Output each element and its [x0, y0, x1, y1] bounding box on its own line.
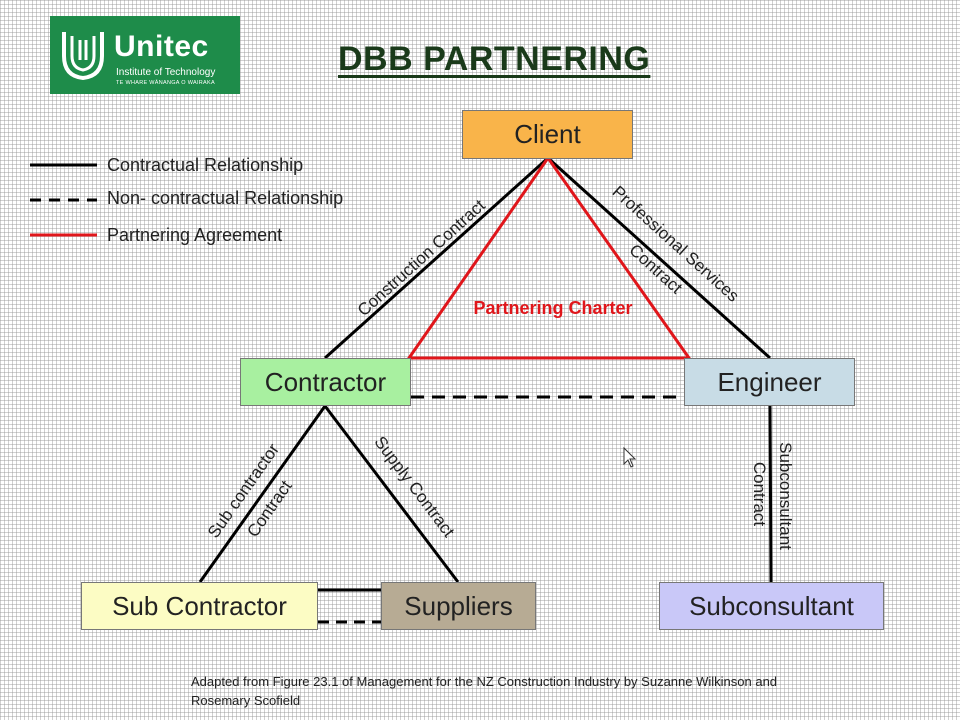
source-caption: Adapted from Figure 23.1 of Management f…	[191, 674, 778, 708]
edge-contractor-subcontractor	[198, 405, 327, 583]
edge-client-contractor	[323, 156, 550, 360]
edge-engineer-subconsultant	[768, 405, 773, 583]
legend-contractual-label: Contractual Relationship	[107, 155, 304, 175]
partnering-triangle	[406, 155, 692, 360]
legend-partnering-label: Partnering Agreement	[107, 225, 283, 245]
label-subconsultant-edge: Subconsultant	[776, 442, 795, 550]
node-subconsultant: Subconsultant	[659, 582, 884, 630]
legend-noncontractual-label: Non- contractual Relationship	[107, 188, 344, 208]
label-partnering-charter: Partnering Charter	[473, 298, 632, 318]
unitec-u-logo-icon	[62, 32, 104, 81]
logo-subtitle: Institute of Technology	[116, 67, 216, 78]
node-engineer: Engineer	[684, 358, 855, 406]
logo-tagline: TE WHARE WĀNANGA O WAIRAKA	[116, 80, 215, 86]
node-contractor: Contractor	[240, 358, 411, 406]
logo-name: Unitec	[114, 30, 209, 63]
node-suppliers: Suppliers	[381, 582, 536, 630]
edge-contractor-suppliers	[323, 405, 460, 583]
label-contract-sub: Contract	[750, 462, 769, 527]
edge-client-engineer	[546, 156, 772, 360]
page-title: DBB PARTNERING	[338, 40, 651, 78]
label-construction-contract: Construction Contract	[354, 196, 489, 320]
node-sub-contractor: Sub Contractor	[81, 582, 318, 630]
mouse-cursor-icon	[623, 446, 637, 468]
unitec-logo: Unitec Institute of Technology TE WHARE …	[50, 16, 240, 94]
node-client: Client	[462, 110, 633, 159]
